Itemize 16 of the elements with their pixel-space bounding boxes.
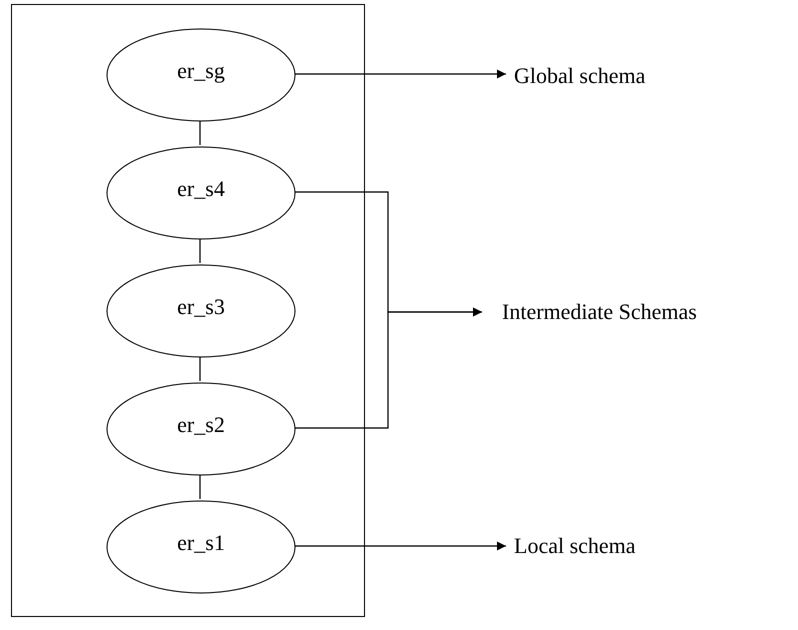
connector-line: [199, 475, 201, 499]
schema-label: Intermediate Schemas: [502, 298, 792, 326]
arrow: [295, 308, 482, 429]
entity-ellipse: er_s3: [106, 264, 296, 358]
arrow: [295, 542, 506, 550]
connector-line: [199, 121, 201, 145]
connector-line: [199, 357, 201, 381]
arrow: [295, 70, 506, 78]
entity-ellipse: er_s4: [106, 146, 296, 240]
schema-label: Global schema: [514, 62, 704, 90]
schema-label: Local schema: [514, 532, 704, 560]
entity-ellipse: er_sg: [106, 28, 296, 122]
container-box: [11, 4, 365, 617]
connector-line: [199, 239, 201, 263]
entity-ellipse: er_s1: [106, 500, 296, 594]
entity-ellipse: er_s2: [106, 382, 296, 476]
